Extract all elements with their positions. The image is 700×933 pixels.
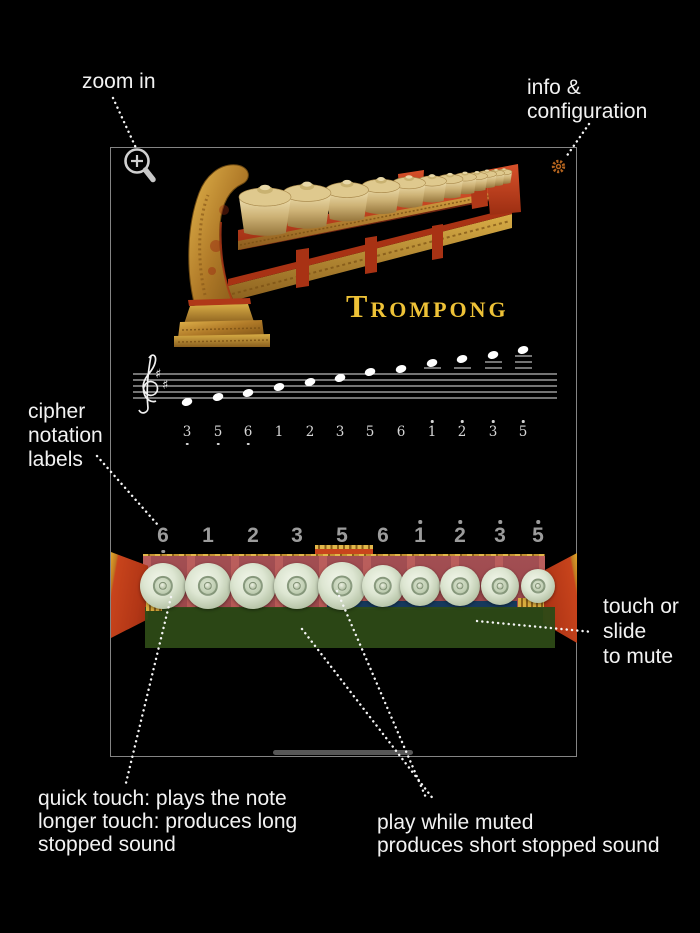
note-head [334, 374, 346, 382]
zoom-in-button[interactable] [122, 145, 158, 187]
key-number-label: 3 [487, 520, 513, 548]
staff-notation: ♯ ♯ [133, 346, 557, 414]
note-head [487, 351, 499, 359]
gong-key-5[interactable] [318, 562, 366, 610]
mute-help-label: touch or slide to mute [603, 595, 679, 668]
key-number-label: 2 [247, 524, 259, 547]
gong-key-4[interactable] [274, 563, 320, 609]
muted-play-help-label: play while muted produces short stopped … [377, 811, 660, 857]
magnifier-plus-icon [124, 148, 156, 183]
leader-line-zoom [111, 96, 138, 150]
octave-dot [185, 442, 189, 445]
octave-dot [430, 420, 434, 423]
gong-knob [248, 581, 258, 591]
octave-dot [521, 420, 525, 423]
mute-area[interactable] [145, 607, 555, 648]
key-number-label: 6 [377, 524, 389, 547]
gong-knob [158, 581, 168, 591]
key-number-label: 3 [291, 524, 303, 547]
gong-knob [456, 582, 464, 590]
gong-key-3[interactable] [230, 563, 276, 609]
gong-key-6[interactable] [362, 565, 404, 607]
key-signature-sharps: ♯ ♯ [155, 367, 168, 393]
touch-help-label: quick touch: plays the note longer touch… [38, 787, 298, 856]
note-head [212, 393, 224, 401]
info-config-label: info & configuration [527, 76, 648, 123]
octave-dot [418, 520, 422, 524]
photo-kettle [361, 177, 401, 215]
gong-key-1[interactable] [140, 563, 186, 609]
note-head [242, 389, 254, 397]
photo-kettle-row [238, 168, 513, 236]
gong-knob [379, 582, 387, 590]
app-title: Trompong [346, 288, 509, 324]
gong-key-9[interactable] [481, 567, 519, 605]
note-heads [181, 346, 529, 406]
octave-dot [460, 420, 464, 423]
note-head [426, 359, 438, 367]
gong-knob [496, 582, 504, 590]
staff-cipher-label: 2 [453, 420, 471, 440]
zoom-in-label: zoom in [82, 70, 156, 93]
octave-dot [216, 442, 220, 445]
gong-key-8[interactable] [440, 566, 480, 606]
staff-cipher-label: 5 [365, 424, 375, 440]
photo-kettle [325, 179, 369, 222]
staff-cipher-label: 3 [335, 424, 345, 440]
gong-knob [534, 582, 542, 590]
staff-cipher-label: 2 [305, 424, 315, 440]
octave-dot [498, 520, 502, 524]
gold-trim-fragment [518, 598, 544, 607]
gong-key-2[interactable] [185, 563, 231, 609]
key-number-label: 5 [525, 520, 551, 548]
key-number-label: 1 [202, 524, 214, 547]
gong-knob [337, 581, 347, 591]
key-number-label: 6 [150, 524, 176, 553]
staff-cipher-label: 3 [178, 424, 196, 445]
note-head [273, 383, 285, 391]
home-indicator[interactable] [273, 750, 413, 755]
staff-cipher-label: 6 [239, 424, 257, 445]
note-head [395, 365, 407, 373]
key-number-label: 5 [336, 524, 348, 547]
staff-cipher-label: 6 [396, 424, 406, 440]
gong-knob [416, 582, 424, 590]
gong-key-7[interactable] [400, 566, 440, 606]
treble-clef [138, 354, 159, 414]
photo-kettle [282, 181, 332, 229]
octave-dot [458, 520, 462, 524]
staff-cipher-label: 1 [423, 420, 441, 440]
gear-icon [551, 159, 566, 174]
gong-knob [292, 581, 302, 591]
gong-key-10[interactable] [521, 569, 555, 603]
trompong-photo [174, 164, 521, 347]
cipher-notation-label: cipher notation labels [28, 400, 103, 471]
staff-cipher-label: 3 [484, 420, 502, 440]
key-number-label: 2 [447, 520, 473, 548]
playable-trompong [110, 545, 577, 655]
staff-cipher-label: 1 [274, 424, 284, 440]
octave-dot [246, 442, 250, 445]
octave-dot [161, 549, 165, 553]
staff-cipher-label: 5 [514, 420, 532, 440]
photo-kettle [238, 184, 292, 236]
settings-button[interactable] [550, 158, 567, 175]
note-head [181, 398, 193, 406]
staff-cipher-label: 5 [209, 424, 227, 445]
svg-text:♯: ♯ [162, 378, 168, 393]
note-head [456, 355, 468, 363]
svg-text:♯: ♯ [155, 367, 161, 382]
note-head [517, 346, 529, 354]
key-number-label: 1 [407, 520, 433, 548]
octave-dot [491, 420, 495, 423]
gong-knob [203, 581, 213, 591]
ledger-lines [424, 355, 532, 369]
photo-carved-wing [174, 164, 270, 347]
note-head [304, 378, 316, 386]
note-head [364, 368, 376, 376]
octave-dot [536, 520, 540, 524]
